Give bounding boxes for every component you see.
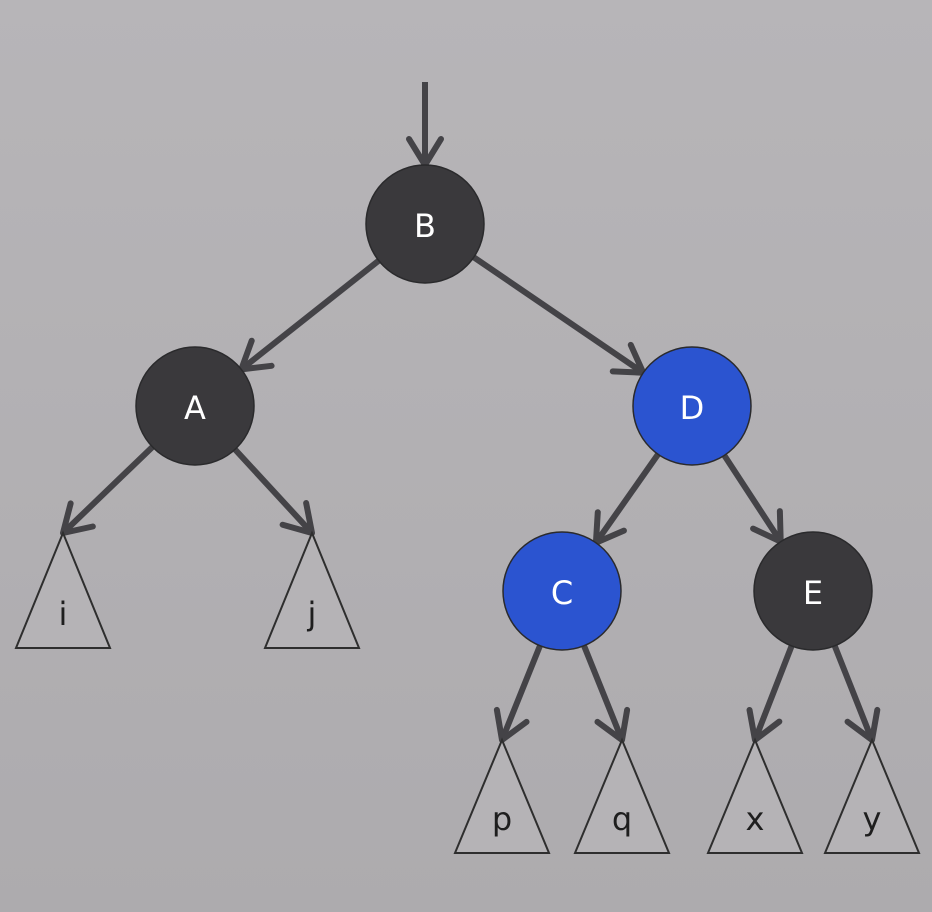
subtrees: i j p q x y <box>14 530 921 854</box>
subtree-label-y: y <box>863 800 882 838</box>
subtree-triangle-p <box>453 737 551 854</box>
subtree-label-x: x <box>746 800 765 838</box>
subtree-q: q <box>573 737 671 854</box>
subtree-i: i <box>14 530 112 649</box>
subtree-label-j: j <box>307 595 317 633</box>
node-circle-B <box>365 164 485 284</box>
node-circle-D <box>632 346 752 466</box>
subtree-triangle-i <box>14 530 112 649</box>
subtree-triangle-j <box>263 530 361 649</box>
node-circle-C <box>502 531 622 651</box>
subtree-triangle-y <box>823 737 921 854</box>
node-label-D: D <box>680 389 705 427</box>
subtree-y: y <box>823 737 921 854</box>
subtree-triangle-x <box>706 737 804 854</box>
node-D: D <box>632 346 752 466</box>
subtree-label-p: p <box>492 800 512 838</box>
subtree-label-i: i <box>59 595 68 633</box>
nodes: B A D C E <box>135 164 873 651</box>
node-circle-A <box>135 346 255 466</box>
subtree-j: j <box>263 530 361 649</box>
subtree-p: p <box>453 737 551 854</box>
node-label-E: E <box>803 574 823 612</box>
node-circle-E <box>753 531 873 651</box>
subtree-triangle-q <box>573 737 671 854</box>
subtree-label-q: q <box>612 800 632 838</box>
subtree-x: x <box>706 737 804 854</box>
node-C: C <box>502 531 622 651</box>
node-label-A: A <box>184 389 206 427</box>
node-B: B <box>365 164 485 284</box>
node-E: E <box>753 531 873 651</box>
node-label-B: B <box>414 207 436 245</box>
node-label-C: C <box>551 574 573 612</box>
node-A: A <box>135 346 255 466</box>
